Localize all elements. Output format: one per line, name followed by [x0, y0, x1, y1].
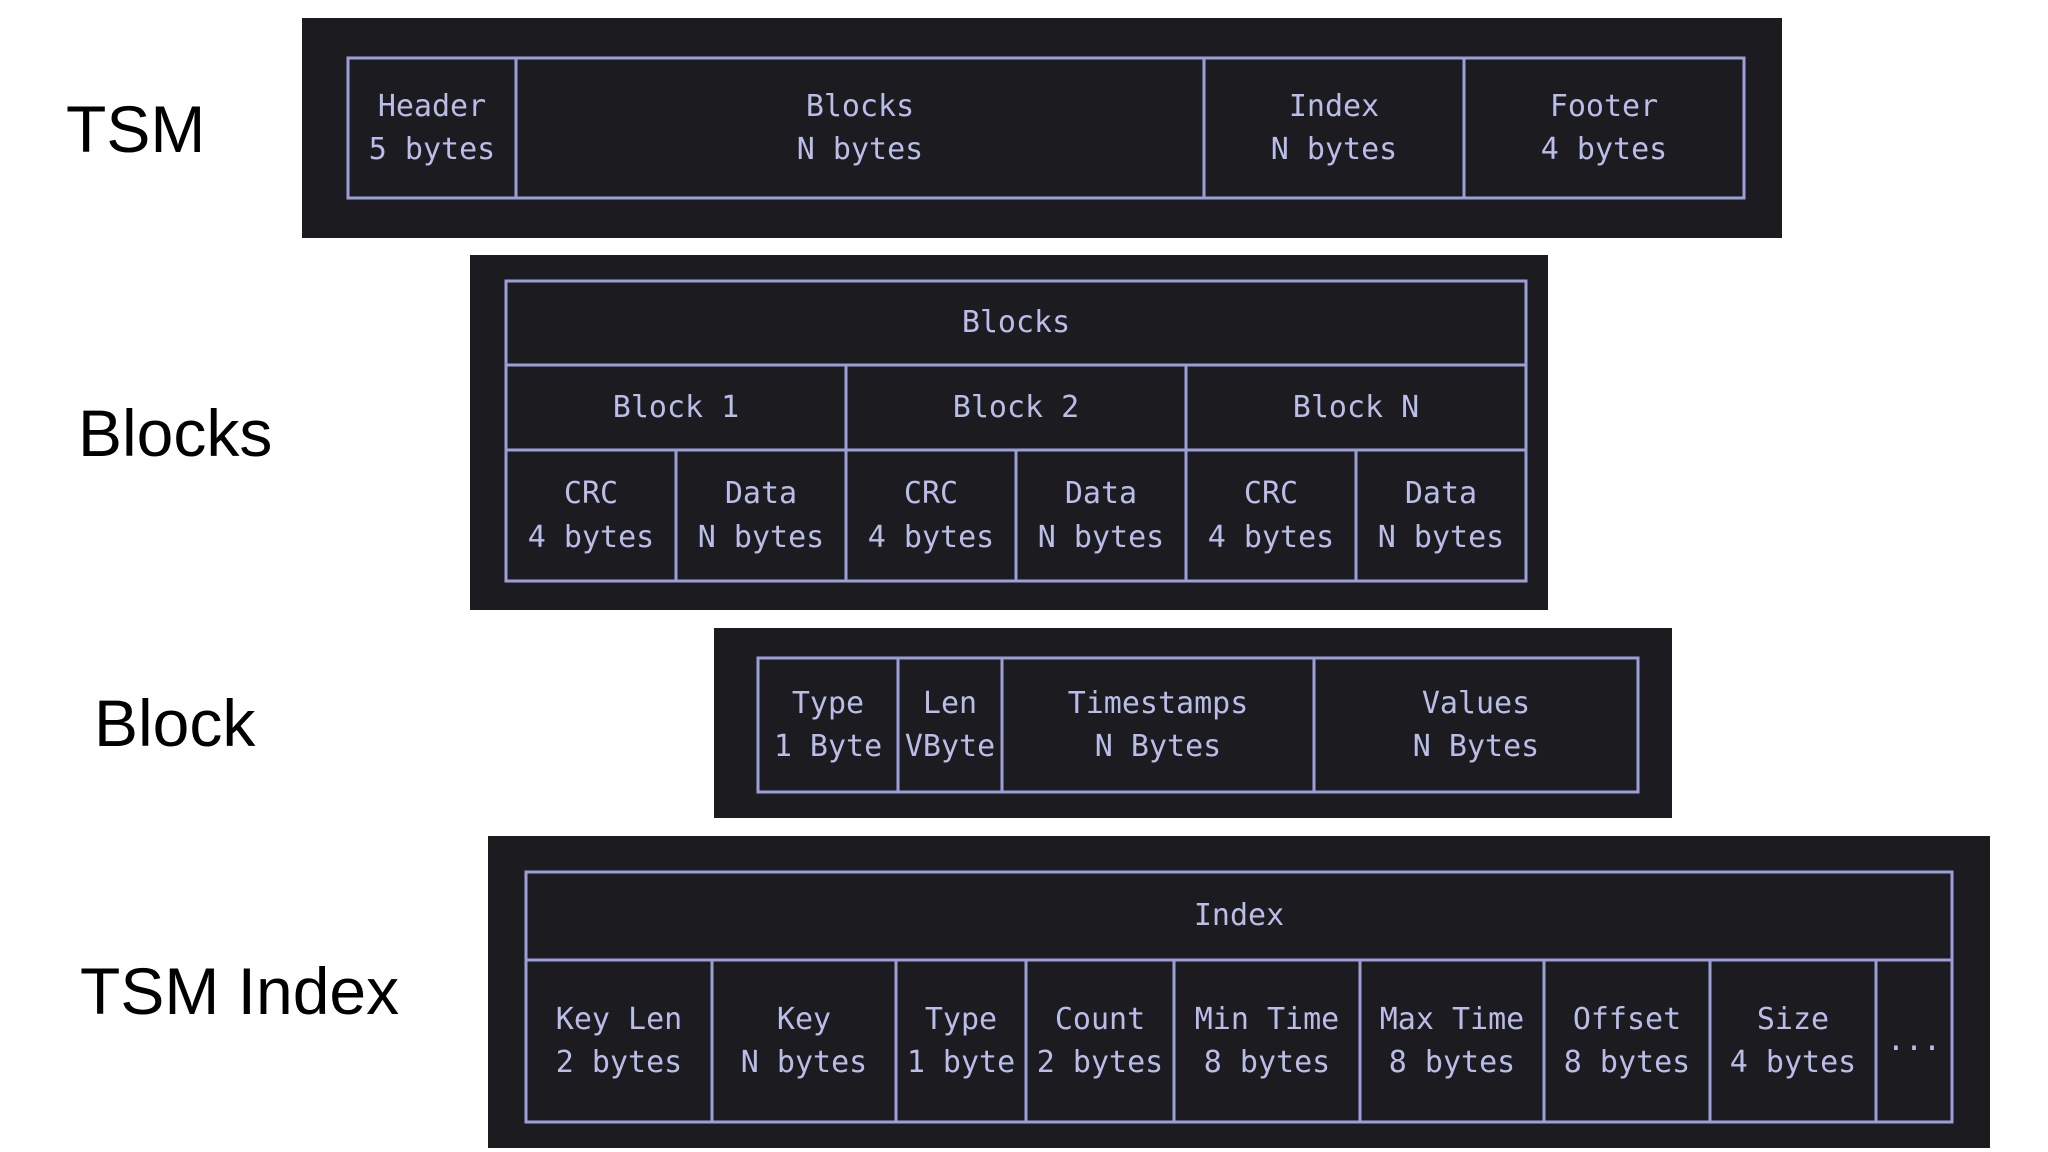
tsm-diagram: Header 5 bytes Blocks N bytes Index N by… [302, 18, 1782, 238]
block-grid [756, 656, 1640, 794]
index-key-name: Key [776, 1001, 832, 1037]
index-key-len-name: Key Len [555, 1001, 683, 1037]
index-title: Index [526, 872, 1952, 960]
tsm-footer-name: Footer [1549, 88, 1659, 124]
index-max-time-cell: Max Time 8 bytes [1360, 960, 1544, 1122]
tsm-blocks-name: Blocks [805, 88, 915, 124]
index-min-time-name: Min Time [1194, 1001, 1340, 1037]
tsm-index-grid [524, 870, 1954, 1124]
block-timestamps-cell: Timestamps N Bytes [1002, 658, 1314, 792]
index-key-len-size: 2 bytes [555, 1045, 683, 1080]
block-n-data: Data N bytes [1356, 450, 1526, 581]
index-key-size: N bytes [740, 1045, 868, 1080]
block-values-name: Values [1421, 685, 1531, 721]
label-blocks: Blocks [78, 396, 273, 470]
index-type-size: 1 byte [906, 1045, 1016, 1080]
blocks-grid [504, 279, 1528, 583]
tsm-blocks-cell: Blocks N bytes [516, 58, 1204, 198]
index-offset-size: 8 bytes [1563, 1045, 1691, 1080]
block-diagram: Type 1 Byte Len VByte Timestamps N Bytes… [714, 628, 1672, 818]
index-type-cell: Type 1 byte [896, 960, 1026, 1122]
data-size: N bytes [1377, 519, 1505, 555]
index-max-time-name: Max Time [1379, 1001, 1525, 1037]
tsm-index-cell: Index N bytes [1204, 58, 1464, 198]
data-name: Data [1064, 476, 1138, 511]
index-min-time-size: 8 bytes [1203, 1045, 1331, 1080]
label-tsm-index: TSM Index [80, 954, 400, 1028]
blocks-title-text: Blocks [961, 305, 1071, 341]
index-offset-cell: Offset 8 bytes [1544, 960, 1710, 1122]
block-values-size: N Bytes [1412, 729, 1540, 764]
block-len-size: VByte [904, 729, 996, 764]
label-tsm: TSM [66, 92, 206, 166]
block-2-header: Block 2 [846, 365, 1186, 450]
tsm-index-size: N bytes [1270, 132, 1398, 167]
block-2-data: Data N bytes [1016, 450, 1186, 581]
tsm-blocks-size: N bytes [796, 132, 924, 167]
tsm-footer-cell: Footer 4 bytes [1464, 58, 1744, 198]
crc-name: CRC [903, 476, 959, 511]
block-n-label: Block N [1292, 389, 1420, 425]
block-n-header: Block N [1186, 365, 1526, 450]
crc-size: 4 bytes [527, 519, 655, 555]
block-timestamps-name: Timestamps [1067, 685, 1249, 721]
blocks-title: Blocks [506, 281, 1526, 365]
crc-size: 4 bytes [867, 519, 995, 555]
label-block: Block [94, 686, 256, 760]
block-timestamps-size: N Bytes [1094, 729, 1222, 764]
blocks-diagram: Blocks Block 1 Block 2 Block N CRC 4 byt… [470, 255, 1548, 610]
data-size: N bytes [1037, 519, 1165, 555]
block-len-name: Len [922, 685, 978, 721]
block-n-crc: CRC 4 bytes [1186, 450, 1356, 581]
block-type-name: Type [791, 685, 865, 721]
index-count-cell: Count 2 bytes [1026, 960, 1174, 1122]
index-size-size: 4 bytes [1729, 1045, 1857, 1080]
data-size: N bytes [697, 519, 825, 555]
tsm-index-diagram: Index Key Len 2 bytes Key N bytes Type 1… [488, 836, 1990, 1148]
index-count-name: Count [1054, 1001, 1146, 1037]
index-size-name: Size [1756, 1001, 1830, 1037]
tsm-header-name: Header [377, 88, 487, 124]
block-2-crc: CRC 4 bytes [846, 450, 1016, 581]
index-key-len-cell: Key Len 2 bytes [526, 960, 712, 1122]
block-values-cell: Values N Bytes [1314, 658, 1638, 792]
block-type-size: 1 Byte [773, 729, 883, 764]
block-1-label: Block 1 [612, 389, 740, 425]
block-2-label: Block 2 [952, 389, 1080, 425]
block-type-cell: Type 1 Byte [758, 658, 898, 792]
block-1-data: Data N bytes [676, 450, 846, 581]
tsm-header-cell: Header 5 bytes [348, 58, 516, 198]
index-offset-name: Offset [1572, 1001, 1682, 1037]
index-key-cell: Key N bytes [712, 960, 896, 1122]
block-1-header: Block 1 [506, 365, 846, 450]
tsm-footer-size: 4 bytes [1540, 132, 1668, 167]
index-more-cell: ... [1876, 960, 1952, 1122]
index-count-size: 2 bytes [1036, 1045, 1164, 1080]
index-size-cell: Size 4 bytes [1710, 960, 1876, 1122]
block-1-crc: CRC 4 bytes [506, 450, 676, 581]
data-name: Data [724, 476, 798, 511]
tsm-index-name: Index [1288, 88, 1380, 124]
index-min-time-cell: Min Time 8 bytes [1174, 960, 1360, 1122]
index-type-name: Type [924, 1001, 998, 1037]
index-title-text: Index [1193, 898, 1285, 934]
index-more-ellipsis: ... [1886, 1023, 1942, 1059]
crc-name: CRC [563, 476, 619, 511]
data-name: Data [1404, 476, 1478, 511]
tsm-header-size: 5 bytes [368, 132, 496, 167]
block-len-cell: Len VByte [898, 658, 1002, 792]
index-max-time-size: 8 bytes [1388, 1045, 1516, 1080]
tsm-grid [346, 56, 1746, 200]
crc-size: 4 bytes [1207, 519, 1335, 555]
crc-name: CRC [1243, 476, 1299, 511]
